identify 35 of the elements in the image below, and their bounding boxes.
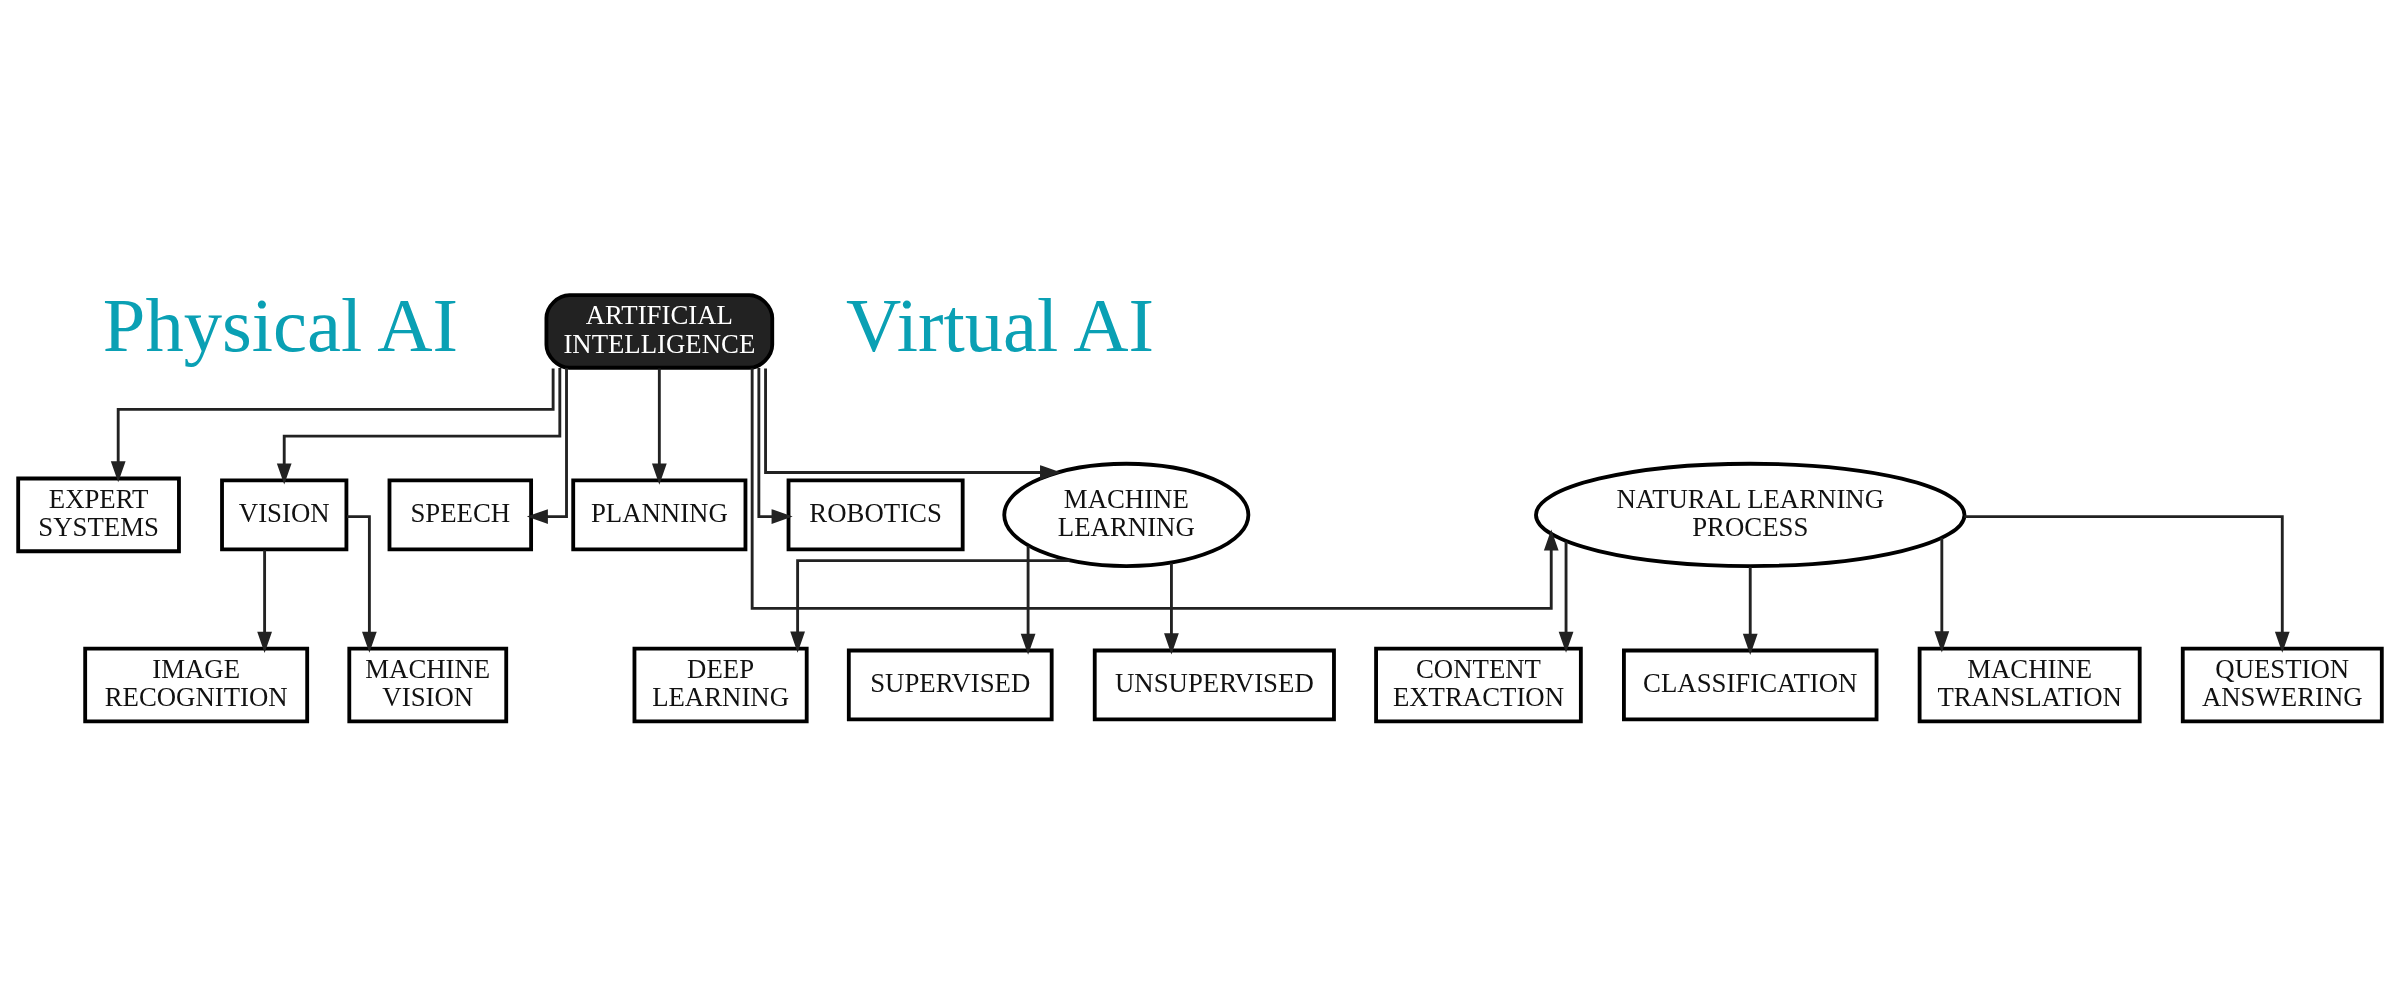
arrow xyxy=(257,550,272,653)
arrow xyxy=(276,368,562,485)
node-box: ROBOTICS xyxy=(786,478,965,552)
arrow xyxy=(1558,541,1574,653)
arrow xyxy=(1964,515,2290,653)
arrow xyxy=(651,368,667,485)
node-box: VISION xyxy=(220,478,349,552)
node-box: SPEECH xyxy=(387,478,534,552)
node-box: UNSUPERVISED xyxy=(1092,648,1336,722)
arrow xyxy=(790,559,1070,653)
arrow xyxy=(1742,566,1758,655)
label: Physical AI xyxy=(102,282,458,368)
arrow xyxy=(526,368,568,524)
arrow xyxy=(750,368,1559,610)
arrow xyxy=(1020,546,1036,655)
node-box: MACHINE VISION xyxy=(347,646,509,724)
node-box: DEEP LEARNING xyxy=(632,646,809,724)
node-box: QUESTION ANSWERING xyxy=(2180,646,2384,724)
arrow xyxy=(1934,537,1950,653)
node-box: IMAGE RECOGNITION xyxy=(83,646,310,724)
arrow xyxy=(347,515,377,653)
node-box: CONTENT EXTRACTION xyxy=(1374,646,1583,724)
node-box: ARTIFICIAL INTELLIGENCE xyxy=(544,293,775,370)
arrow xyxy=(110,368,555,483)
label: Virtual AI xyxy=(846,282,1154,368)
node-box: CLASSIFICATION xyxy=(1622,648,1879,722)
node-box: SUPERVISED xyxy=(846,648,1054,722)
node-ellipse: MACHINE LEARNING xyxy=(1002,461,1251,568)
node-ellipse: NATURAL LEARNING PROCESS xyxy=(1534,461,1967,568)
node-box: PLANNING xyxy=(571,478,748,552)
node-box: EXPERT SYSTEMS xyxy=(16,476,181,554)
arrow xyxy=(1164,563,1179,655)
arrow xyxy=(764,368,1062,480)
arrow xyxy=(757,368,793,524)
node-box: MACHINE TRANSLATION xyxy=(1917,646,2142,724)
